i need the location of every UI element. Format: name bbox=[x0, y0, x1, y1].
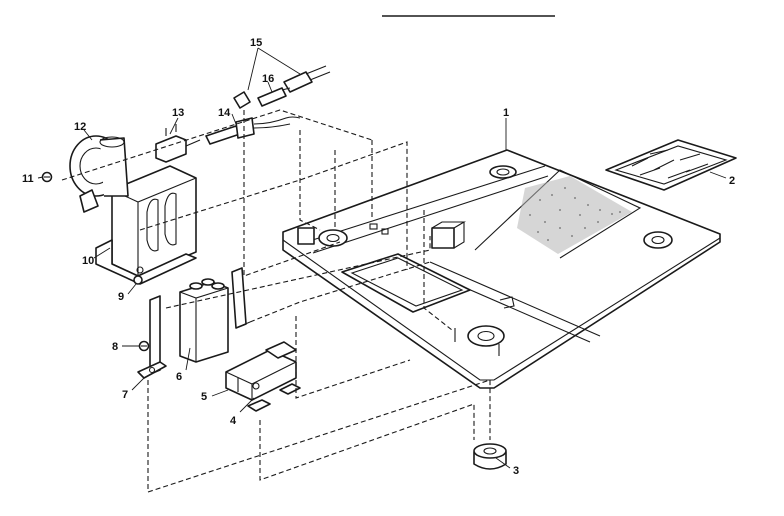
leader-lines bbox=[37, 47, 727, 469]
assembly-lines bbox=[61, 109, 491, 493]
lead-assembly bbox=[205, 116, 301, 145]
connector-16 bbox=[257, 87, 291, 107]
foot bbox=[473, 443, 507, 470]
callout-14: 14 bbox=[218, 107, 231, 119]
callout-13: 13 bbox=[172, 107, 184, 119]
callout-11: 11 bbox=[22, 173, 34, 185]
callout-1: 1 bbox=[503, 107, 509, 119]
boss-top bbox=[489, 165, 517, 179]
cover-plate bbox=[605, 139, 737, 191]
screw-11 bbox=[41, 171, 53, 183]
capacitor-clip bbox=[231, 267, 251, 329]
boss-right bbox=[643, 231, 673, 249]
callout-2: 2 bbox=[729, 175, 735, 187]
boss-front bbox=[467, 325, 505, 347]
screw-8 bbox=[138, 340, 150, 352]
callout-labels: 1 2 3 4 5 6 7 8 9 10 11 12 13 14 15 16 bbox=[22, 37, 735, 477]
callout-8: 8 bbox=[112, 341, 118, 353]
callout-10: 10 bbox=[82, 255, 94, 267]
base-plate bbox=[282, 149, 721, 389]
capacitor bbox=[179, 278, 229, 363]
screw-9 bbox=[133, 275, 143, 285]
callout-9: 9 bbox=[118, 291, 124, 303]
callout-4: 4 bbox=[230, 415, 237, 427]
callout-5: 5 bbox=[201, 391, 207, 403]
holder-bracket bbox=[225, 341, 301, 412]
callout-12: 12 bbox=[74, 121, 86, 133]
callout-6: 6 bbox=[176, 371, 182, 383]
support-bracket bbox=[137, 295, 167, 379]
fan-motor bbox=[69, 135, 129, 213]
filter-area bbox=[517, 176, 632, 254]
callout-7: 7 bbox=[122, 389, 128, 401]
callout-15: 15 bbox=[250, 37, 262, 49]
boss-left bbox=[318, 229, 348, 247]
callout-3: 3 bbox=[513, 465, 519, 477]
connector-15 bbox=[233, 65, 331, 109]
callout-16: 16 bbox=[262, 73, 274, 85]
transformer bbox=[95, 165, 197, 285]
